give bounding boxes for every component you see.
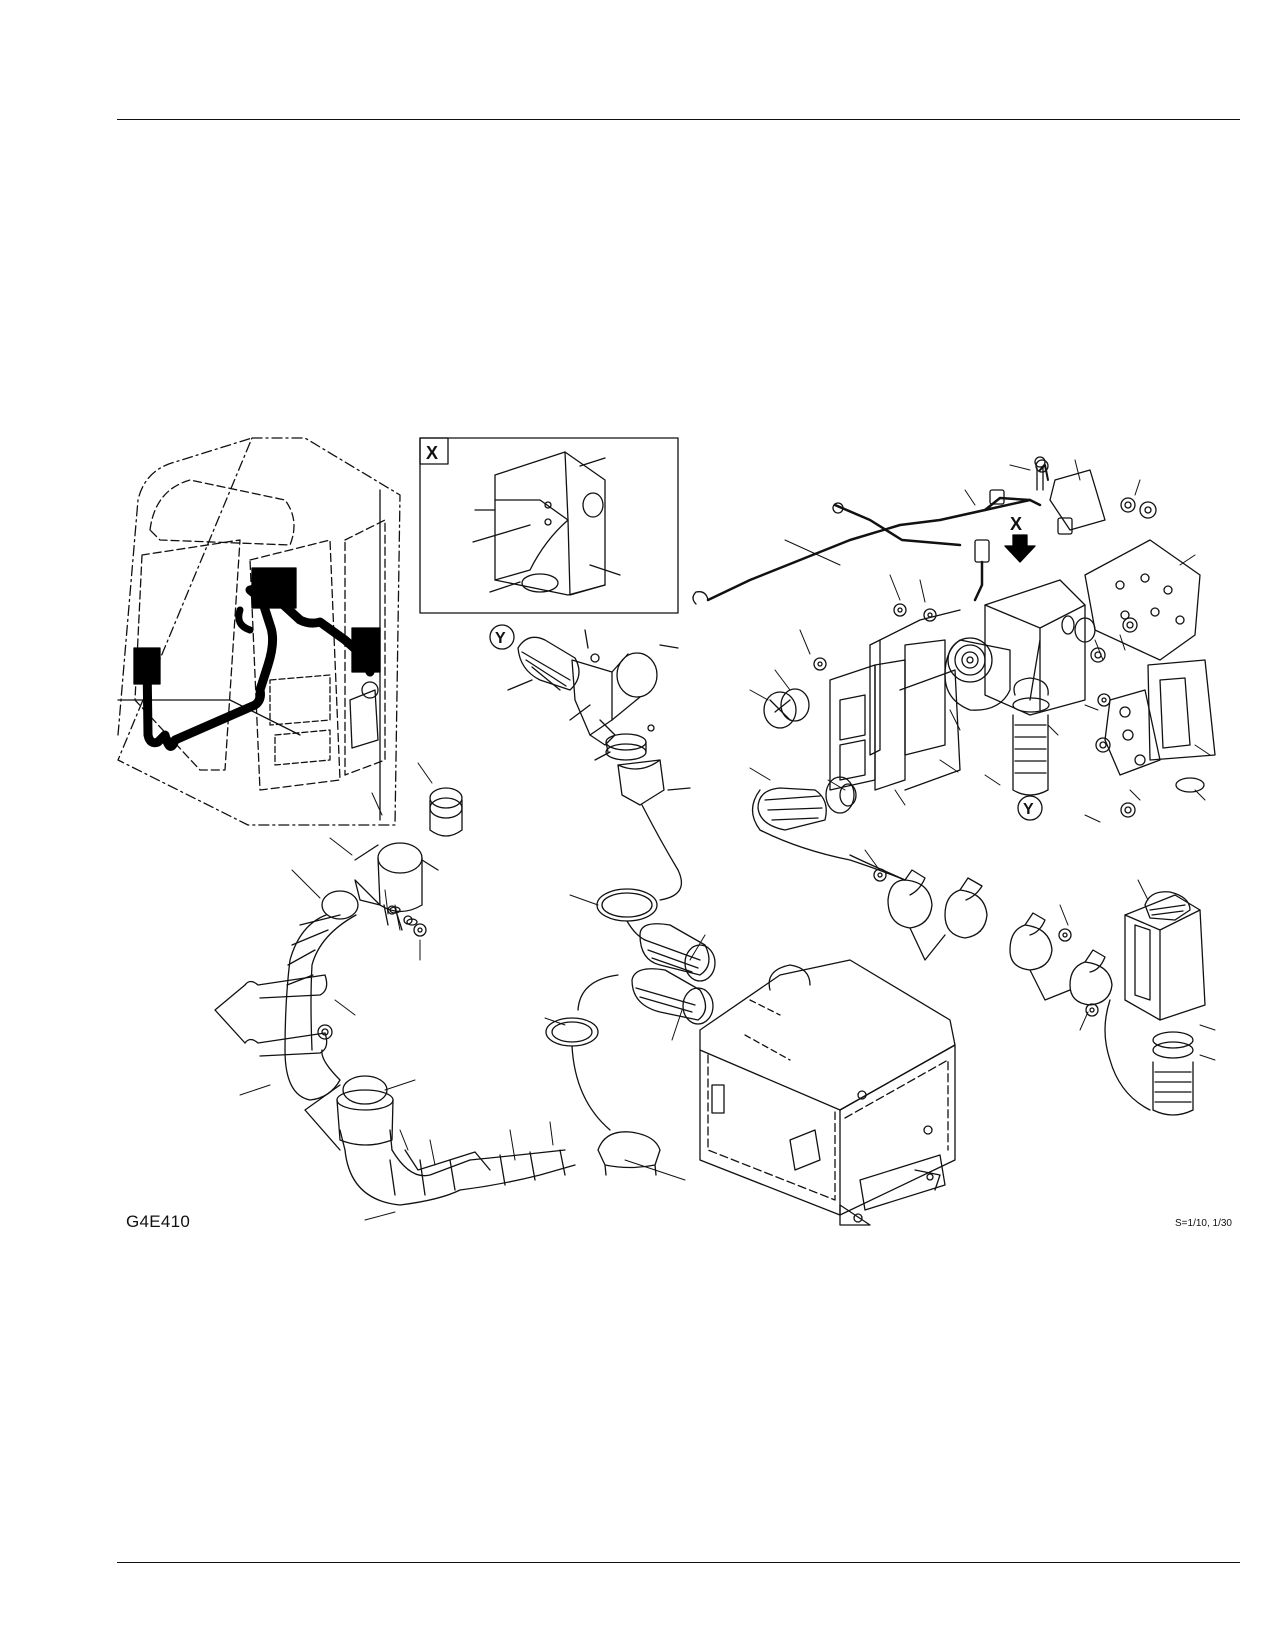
detail-x-arrow-label: X xyxy=(1010,514,1022,534)
detail-x-arrow-icon xyxy=(1004,534,1036,563)
header-rule xyxy=(117,119,1240,120)
footer-rule xyxy=(117,1562,1240,1563)
lower-left-duct xyxy=(214,787,576,1206)
detail-x-inset-label: X xyxy=(426,443,438,463)
right-clamps xyxy=(849,854,1206,1116)
blower-assembly xyxy=(692,459,1216,881)
top-duct-assembly xyxy=(507,629,691,901)
detail-x-inset xyxy=(419,437,679,614)
center-ducts xyxy=(545,888,716,1176)
scale-note: S=1/10, 1/30 xyxy=(1175,1218,1232,1229)
heater-box xyxy=(699,959,956,1226)
figure-code: G4E410 xyxy=(126,1212,191,1231)
detail-y-label-left: Y xyxy=(495,630,506,647)
callout-labels: X X Y Y xyxy=(426,443,1043,821)
fasteners-upper-right xyxy=(813,456,1157,818)
cab-wire-harness xyxy=(133,567,381,751)
detail-y-label-right: Y xyxy=(1023,801,1034,818)
detail-y-circle-right xyxy=(1017,795,1043,821)
detail-y-circle-left xyxy=(489,624,515,650)
leader-lines xyxy=(239,459,1216,1221)
